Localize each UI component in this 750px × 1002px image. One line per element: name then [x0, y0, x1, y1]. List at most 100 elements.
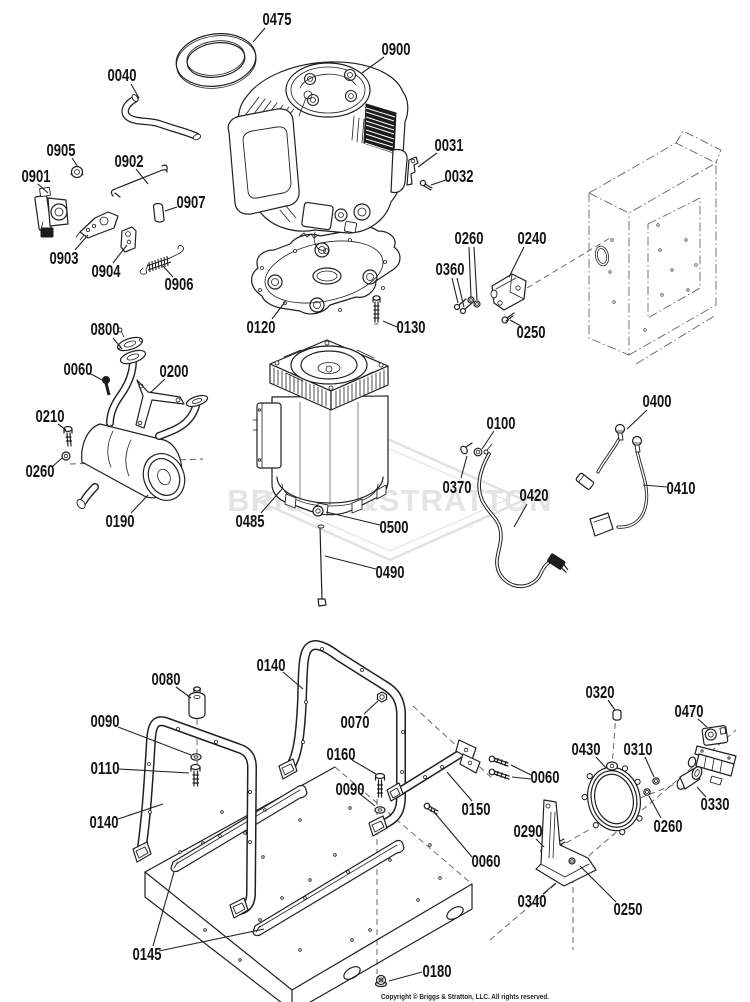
part-label-0210: 0210	[36, 406, 65, 426]
callout-0410: 0410	[642, 478, 696, 498]
part-label-0260: 0260	[26, 461, 55, 481]
part-label-0400: 0400	[643, 391, 672, 411]
carburetor-detail	[279, 201, 371, 254]
control-bracket-illustration	[75, 211, 119, 241]
part-label-0250: 0250	[517, 322, 546, 342]
part-label-0330: 0330	[701, 794, 730, 814]
watermark-registered-icon: ®	[467, 520, 474, 530]
leader-line-0904	[112, 244, 128, 264]
callout-0200: 0200	[149, 361, 189, 394]
part-label-0420: 0420	[520, 485, 549, 505]
leader-line-0330	[696, 786, 707, 798]
callout-0500: 0500	[325, 511, 409, 537]
part-label-0140: 0140	[90, 812, 119, 832]
copyright-text: Copyright © Briggs & Stratton, LLC. All …	[381, 993, 549, 1001]
part-label-0200: 0200	[160, 361, 189, 381]
leader-line-0180	[388, 971, 423, 982]
callout-0490: 0490	[324, 555, 405, 582]
leader-line-0906	[162, 265, 174, 278]
leader-line-0260	[473, 246, 478, 301]
part-label-0500: 0500	[380, 517, 409, 537]
leader-line-0090	[359, 793, 376, 807]
leader-line-0410	[642, 484, 668, 488]
part-label-0031: 0031	[435, 135, 464, 155]
leader-line-0250	[509, 319, 522, 327]
part-label-0490: 0490	[376, 562, 405, 582]
callout-0060: 0060	[64, 359, 105, 382]
leader-line-0340	[542, 882, 557, 895]
part-label-0320: 0320	[586, 682, 615, 702]
ignition-coil-illustration	[34, 187, 69, 238]
vibration-mount-illustration	[188, 686, 206, 720]
part-label-0360: 0360	[436, 259, 465, 279]
part-label-0900: 0900	[382, 39, 411, 59]
leader-line-0260	[648, 795, 662, 819]
frame-left-u-illustration	[132, 716, 257, 919]
leader-line-0400	[626, 409, 648, 430]
part-label-0905: 0905	[47, 140, 76, 160]
part-label-0110: 0110	[91, 758, 120, 778]
leader-line-0420	[513, 503, 528, 528]
leader-line-0060	[510, 764, 532, 776]
part-label-0430: 0430	[572, 739, 601, 759]
muffler-illustration	[76, 423, 186, 510]
callout-0180: 0180	[388, 961, 452, 982]
callout-0906: 0906	[162, 265, 194, 294]
gasket-ring-illustration	[175, 33, 257, 89]
spark-plug-wires-illustration	[575, 423, 649, 537]
leader-line-0260	[468, 246, 472, 298]
governor-spring-illustration	[139, 245, 184, 275]
callout-0485: 0485	[236, 488, 283, 531]
plate-bolt-illustration	[372, 295, 381, 325]
exhaust-flange-gaskets-illustration	[116, 327, 147, 365]
callout-0320: 0320	[586, 682, 616, 711]
callout-0070: 0070	[341, 700, 379, 732]
breather-hose-illustration	[121, 94, 202, 141]
callout-0060: 0060	[433, 811, 501, 871]
leader-line-0907	[164, 206, 178, 212]
generator-hardware-illustration	[312, 505, 327, 607]
callout-0032: 0032	[430, 166, 474, 186]
leader-line-0360	[451, 277, 459, 304]
leader-line-0031	[417, 152, 438, 168]
callout-0330: 0330	[696, 786, 730, 814]
generator-illustration	[252, 339, 389, 516]
callout-0800: 0800	[91, 319, 123, 350]
leader-line-0475	[252, 27, 266, 43]
part-label-0902: 0902	[115, 151, 144, 171]
leader-line-0032	[430, 179, 447, 186]
anchor-bracket-illustration	[120, 226, 137, 253]
crossbar-illustration	[386, 739, 481, 802]
part-label-0370: 0370	[443, 477, 472, 497]
callout-0250: 0250	[509, 319, 546, 342]
callout-0250: 0250	[579, 865, 643, 919]
callouts-layer: 0475004009000905090209010907090309040906…	[22, 9, 730, 982]
leader-line-0490	[324, 555, 377, 570]
leader-line-0905	[71, 157, 79, 168]
callout-0160: 0160	[327, 744, 377, 775]
part-label-0160: 0160	[327, 744, 356, 764]
leader-line-0320	[607, 699, 616, 711]
rail-illustration	[170, 784, 405, 937]
part-label-0901: 0901	[22, 166, 51, 186]
callout-0903: 0903	[50, 234, 89, 268]
fuel-valve-illustration	[687, 725, 737, 786]
muffler-hardware-illustration	[61, 376, 111, 461]
part-label-0060: 0060	[64, 359, 93, 379]
part-label-0150: 0150	[462, 799, 491, 819]
callout-0400: 0400	[626, 391, 672, 430]
leader-line-0310	[644, 756, 655, 778]
leader-line-0060	[511, 776, 532, 780]
wire-hardware-illustration	[460, 442, 483, 457]
engine-illustration	[227, 61, 409, 254]
callout-0100: 0100	[481, 413, 516, 450]
part-label-0800: 0800	[91, 319, 120, 339]
coupling-fitting-illustration	[676, 766, 703, 790]
frame-hardware-illustration	[190, 691, 510, 988]
part-label-0090: 0090	[91, 711, 120, 731]
regulator-bracket-illustration	[535, 799, 597, 887]
callout-0475: 0475	[252, 9, 292, 43]
leader-line-0060	[90, 373, 105, 382]
